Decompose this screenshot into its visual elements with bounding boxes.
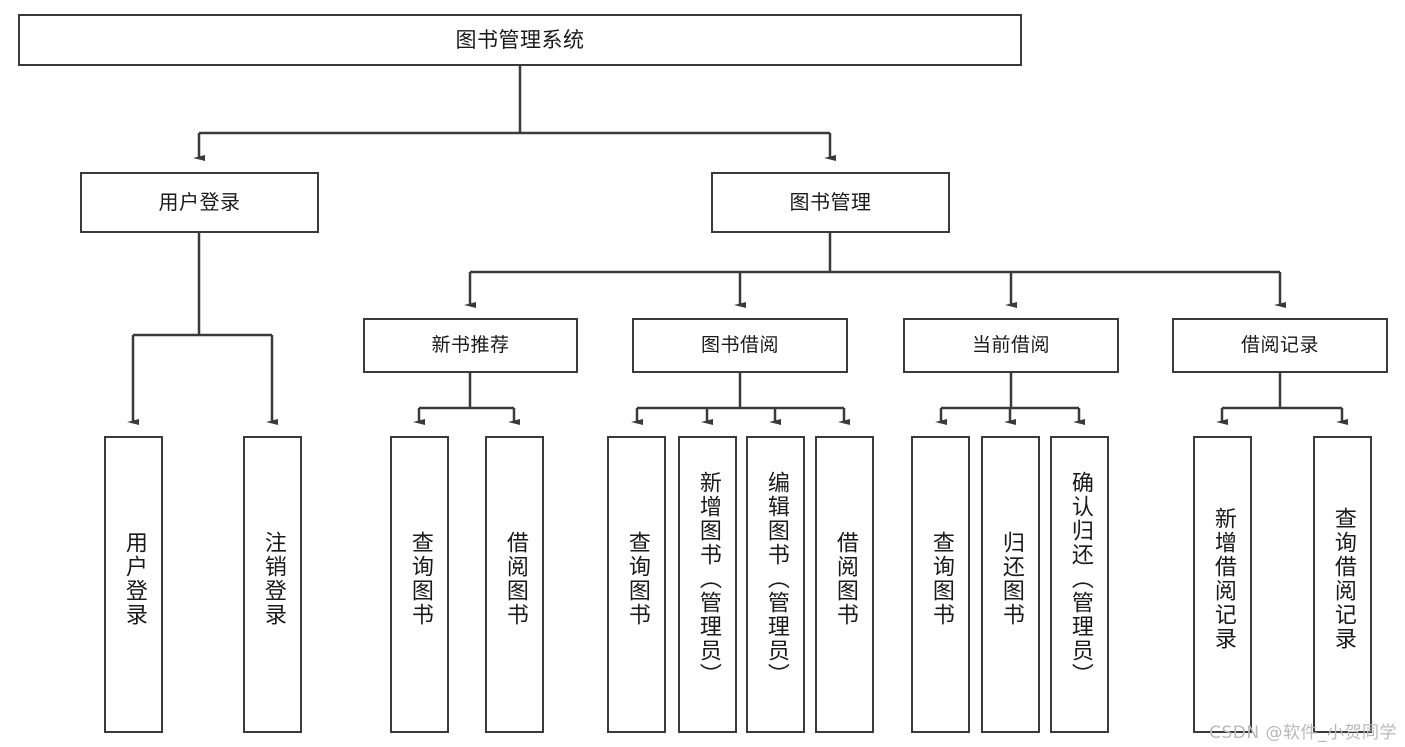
leaf-borrow-record-2[interactable]: 查询借阅记录	[1313, 436, 1372, 733]
leaf-user-login-2-label: 注销登录	[260, 530, 286, 627]
leaf-current-borrow-2-label: 归还图书	[998, 530, 1024, 627]
node-new-book-recommend-label: 新书推荐	[431, 333, 510, 356]
leaf-book-borrow-1-label: 查询图书	[624, 530, 650, 627]
leaf-borrow-record-2-label: 查询借阅记录	[1330, 506, 1356, 651]
leaf-borrow-record-1[interactable]: 新增借阅记录	[1193, 436, 1252, 733]
leaf-new-book-1-label: 查询图书	[407, 530, 433, 627]
leaf-new-book-2-label: 借阅图书	[502, 530, 528, 627]
node-borrow-record[interactable]: 借阅记录	[1172, 318, 1388, 373]
leaf-current-borrow-3-label: 确认归还（管理员）	[1067, 470, 1093, 687]
leaf-book-borrow-1[interactable]: 查询图书	[607, 436, 666, 733]
node-current-borrow[interactable]: 当前借阅	[903, 318, 1119, 373]
leaf-current-borrow-3[interactable]: 确认归还（管理员）	[1050, 436, 1109, 733]
node-root[interactable]: 图书管理系统	[18, 14, 1022, 66]
node-book-management[interactable]: 图书管理	[711, 172, 950, 233]
leaf-user-login-1-label: 用户登录	[121, 530, 147, 627]
node-book-borrow[interactable]: 图书借阅	[632, 318, 848, 373]
leaf-current-borrow-1[interactable]: 查询图书	[911, 436, 970, 733]
node-new-book-recommend[interactable]: 新书推荐	[363, 318, 578, 373]
leaf-book-borrow-2[interactable]: 新增图书（管理员）	[678, 436, 737, 733]
leaf-book-borrow-3-label: 编辑图书（管理员）	[763, 470, 789, 687]
leaf-new-book-1[interactable]: 查询图书	[390, 436, 449, 733]
leaf-book-borrow-4[interactable]: 借阅图书	[815, 436, 874, 733]
leaf-book-borrow-4-label: 借阅图书	[832, 530, 858, 627]
node-book-borrow-label: 图书借阅	[700, 333, 779, 356]
node-root-label: 图书管理系统	[455, 27, 585, 52]
leaf-borrow-record-1-label: 新增借阅记录	[1210, 506, 1236, 651]
leaf-book-borrow-2-label: 新增图书（管理员）	[695, 470, 721, 687]
leaf-user-login-1[interactable]: 用户登录	[104, 436, 163, 733]
leaf-current-borrow-1-label: 查询图书	[928, 530, 954, 627]
node-current-borrow-label: 当前借阅	[971, 333, 1050, 356]
leaf-book-borrow-3[interactable]: 编辑图书（管理员）	[746, 436, 805, 733]
node-borrow-record-label: 借阅记录	[1240, 333, 1319, 356]
node-book-management-label: 图书管理	[789, 190, 872, 214]
leaf-new-book-2[interactable]: 借阅图书	[485, 436, 544, 733]
leaf-current-borrow-2[interactable]: 归还图书	[981, 436, 1040, 733]
node-user-login-label: 用户登录	[158, 190, 241, 214]
node-user-login[interactable]: 用户登录	[80, 172, 319, 233]
leaf-user-login-2[interactable]: 注销登录	[243, 436, 302, 733]
